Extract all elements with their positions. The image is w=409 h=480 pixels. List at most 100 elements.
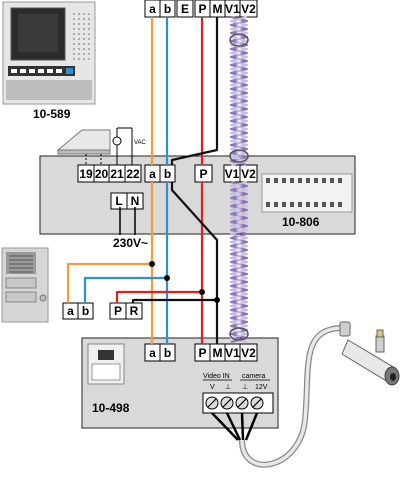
grille-dot [78,38,80,40]
controller-terminal-1: 20 [93,164,110,183]
ferrite-ring-icon [229,149,249,163]
module-terminal-label: V1 [225,346,240,360]
controller-terminal-5: b [159,164,176,183]
module-pin [314,178,318,183]
grille-dot [83,23,85,25]
controller-module-image [261,173,353,213]
grille-dot [78,33,80,35]
bus-terminal-3: P [194,0,211,18]
controller-label: 10-806 [282,215,320,229]
controller-terminal-7: V1 [223,164,241,183]
bus-terminal-box [176,0,194,18]
vac-label: VAC [134,140,147,146]
speaker-grille [70,10,92,60]
grille-dot [88,28,90,30]
module-pin [282,202,286,207]
module-pin [274,178,278,183]
module-pin [274,202,278,207]
bus-terminal-1: b [159,0,176,18]
module-terminal-label: P [198,346,206,360]
grille-dot [73,13,75,15]
controller-terminal-label: 20 [95,167,109,181]
module-terminal-box [239,343,258,362]
grille-dot [88,43,90,45]
screw-slot [207,398,217,408]
lamp-icon [112,127,133,146]
monitor-unit [2,1,96,105]
grille-dot [83,18,85,20]
bus-terminal-label: b [164,2,171,16]
module-pin [306,178,310,183]
grille-dot [83,43,85,45]
grille-dot [88,48,90,50]
panel-terminal-0: a [62,302,79,320]
ferrite-ring-icon [229,327,249,341]
module-terminal-2: P [194,343,211,362]
module-label: 10-498 [92,401,130,415]
grille-dot [88,53,90,55]
bus-terminal-0: a [144,0,161,18]
grille-dot [88,18,90,20]
grille-dot [78,13,80,15]
grille-dot [73,28,75,30]
video-in-label: Video IN [203,373,230,380]
camera-label: camera [242,373,265,380]
grille-dot [78,48,80,50]
grille-dot [88,23,90,25]
panel-terminal-label: a [67,304,74,318]
module-pin [306,202,310,207]
module-pin [266,178,270,183]
grille-dot [73,58,75,60]
module-terminal-1: b [159,343,176,362]
controller-terminal-box [194,164,213,183]
wire-m-top [170,17,219,165]
module-pin [290,178,294,183]
wire-v-bottom-2 [230,181,248,343]
panel-terminal-label: P [114,304,122,318]
grille-dot [73,33,75,35]
power-terminal-0: L [110,192,128,210]
bus-terminal-6: V2 [239,0,258,18]
bus-terminal-box [239,0,258,18]
grille-dot [78,23,80,25]
bus-terminal-2: E [176,0,194,18]
panel-terminal-3: R [125,302,143,320]
power-label: 230V~ [113,236,148,250]
wire-junction-dot [164,275,170,281]
wire-m-panel [131,298,217,303]
grille-dot [83,13,85,15]
bus-terminal-label: a [149,2,156,16]
module-terminal-label: b [164,346,171,360]
panel-terminal-label: R [130,304,139,318]
grille-dot [73,38,75,40]
module-pin [298,178,302,183]
controller-terminal-8: V2 [239,164,258,183]
module-terminal-3: M [209,343,226,362]
module-terminal-label: M [213,346,223,360]
grille-dot [73,43,75,45]
module-board-image [87,343,125,385]
grille-dot [88,38,90,40]
wire-junction-dot [214,297,220,303]
panel-terminal-2: P [109,302,127,320]
controller-terminal-4: a [144,164,161,183]
controller-terminal-6: P [194,164,213,183]
grille-dot [83,33,85,35]
controller-terminal-label: a [149,167,156,181]
bus-terminal-4: M [209,0,226,18]
wire-v-top-2 [230,16,248,166]
controller-terminal-label: 19 [79,167,93,181]
wire-p-panel [115,290,202,303]
grille-dot [83,38,85,40]
wire-junction-dot [149,261,155,267]
v-label: V [210,384,215,391]
module-pin [282,178,286,183]
grille-dot [83,48,85,50]
module-terminal-label: a [149,346,156,360]
grille-dot [73,53,75,55]
controller-terminal-label: P [199,167,207,181]
